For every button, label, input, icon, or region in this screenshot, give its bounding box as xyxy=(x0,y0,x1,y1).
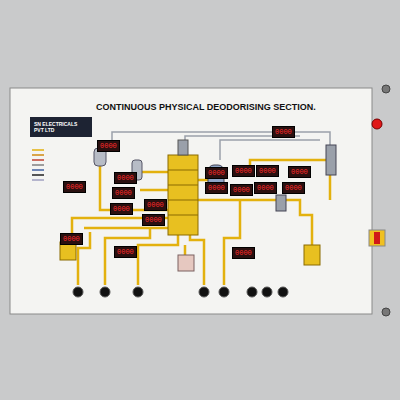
digital-display: 0000 xyxy=(112,187,135,199)
digital-display: 0000 xyxy=(97,140,120,152)
digital-display: 0000 xyxy=(272,126,295,138)
digital-display: 0000 xyxy=(205,167,228,179)
digital-display: 0000 xyxy=(256,165,279,177)
indicator-lamp xyxy=(372,119,382,129)
digital-display: 0000 xyxy=(232,247,255,259)
logo-text: SN ELECTRICALS PVT LTD xyxy=(34,121,88,133)
digital-display: 0000 xyxy=(232,165,255,177)
maker-logo-plate: SN ELECTRICALS PVT LTD xyxy=(30,117,92,137)
panel-title: CONTINUOUS PHYSICAL DEODORISING SECTION. xyxy=(96,102,316,112)
digital-display: 0000 xyxy=(60,233,83,245)
mimic-board xyxy=(10,88,372,314)
digital-display: 0000 xyxy=(110,203,133,215)
vessels xyxy=(60,145,336,271)
digital-display: 0000 xyxy=(282,182,305,194)
digital-display: 0000 xyxy=(142,214,165,226)
digital-display: 0000 xyxy=(114,172,137,184)
legend-lines xyxy=(32,150,44,180)
isolator-switch xyxy=(369,230,385,246)
digital-display: 0000 xyxy=(63,181,86,193)
screw xyxy=(382,85,390,93)
digital-display: 0000 xyxy=(114,246,137,258)
push-buttons xyxy=(73,287,288,297)
isolator-switch-handle xyxy=(374,232,380,244)
digital-display: 0000 xyxy=(230,184,253,196)
digital-display: 0000 xyxy=(288,166,311,178)
digital-display: 0000 xyxy=(144,199,167,211)
deodoriser-column xyxy=(168,140,198,235)
screw xyxy=(382,308,390,316)
oil-pipes xyxy=(72,150,330,285)
digital-display: 0000 xyxy=(205,182,228,194)
vapour-lines xyxy=(112,132,330,160)
digital-display: 0000 xyxy=(254,182,277,194)
